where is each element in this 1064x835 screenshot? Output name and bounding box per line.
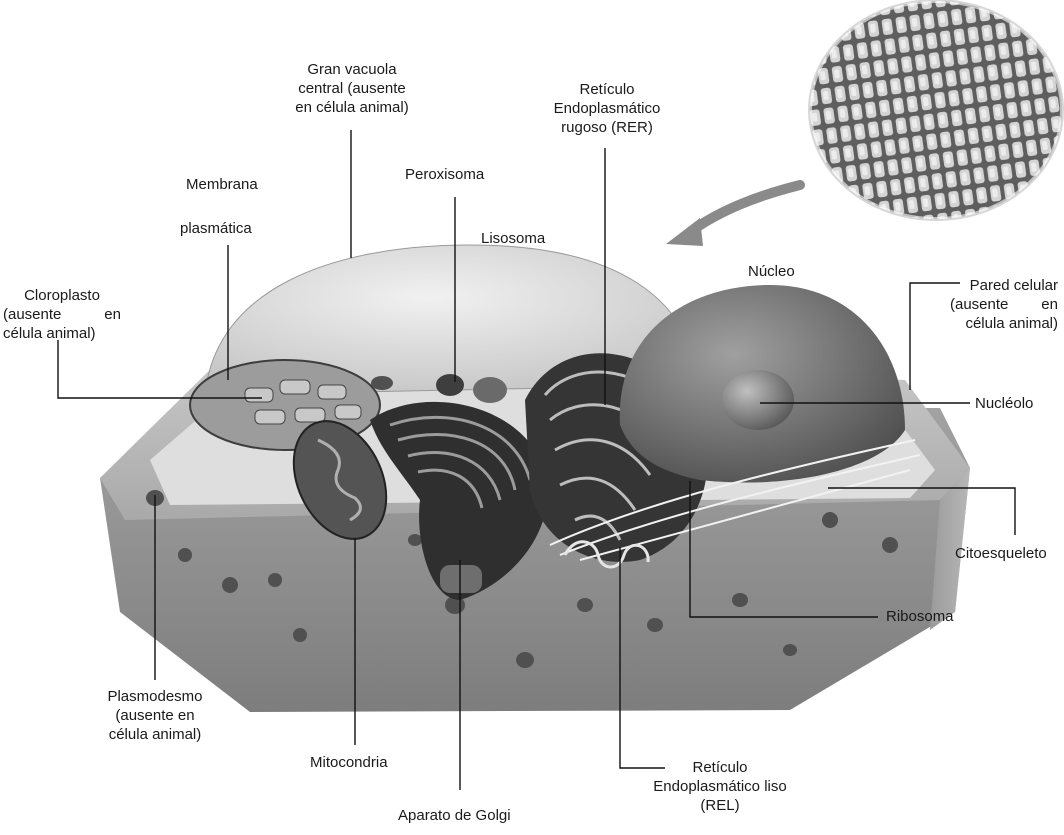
label-lisosoma: Lisosoma — [481, 229, 545, 248]
micrograph-inset — [809, 0, 1063, 220]
label-reticulo-rugoso-line3: rugoso (RER) — [532, 118, 682, 137]
label-mitocondria: Mitocondria — [310, 753, 388, 772]
golgi-vesicle — [440, 565, 482, 593]
label-reticulo-rugoso: Retículo Endoplasmático rugoso (RER) — [532, 80, 682, 137]
label-gran-vacuola-line1: Gran vacuola — [272, 60, 432, 79]
label-pared-celular-line2: (ausente en — [940, 295, 1058, 314]
label-gran-vacuola: Gran vacuola central (ausente en célula … — [272, 60, 432, 117]
lysosome — [473, 377, 507, 403]
nucleolus — [722, 370, 794, 430]
label-cloroplasto-line3: célula animal) — [3, 324, 121, 343]
label-plasmatica: plasmática — [180, 219, 252, 238]
label-nucleo: Núcleo — [748, 262, 795, 281]
label-cloroplasto-line1: Cloroplasto — [3, 286, 121, 305]
label-plasmodesmo-line1: Plasmodesmo — [95, 687, 215, 706]
label-plasmodesmo-line3: célula animal) — [95, 725, 215, 744]
label-gran-vacuola-line3: en célula animal) — [272, 98, 432, 117]
label-ribosoma: Ribosoma — [886, 607, 954, 626]
label-reticulo-liso-line1: Retículo — [640, 758, 800, 777]
label-reticulo-rugoso-line1: Retículo — [532, 80, 682, 99]
label-citoesqueleto: Citoesqueleto — [955, 544, 1047, 563]
peroxisome — [436, 374, 464, 396]
label-membrana: Membrana — [186, 175, 258, 194]
label-nucleolo: Nucléolo — [975, 394, 1033, 413]
label-pared-celular-line1: Pared celular — [940, 276, 1058, 295]
label-pared-celular: Pared celular (ausente en célula animal) — [940, 276, 1058, 333]
label-reticulo-liso-line2: Endoplasmático liso — [640, 777, 800, 796]
label-reticulo-rugoso-line2: Endoplasmático — [532, 99, 682, 118]
pointer-arrow — [690, 185, 800, 232]
label-gran-vacuola-line2: central (ausente — [272, 79, 432, 98]
label-plasmodesmo: Plasmodesmo (ausente en célula animal) — [95, 687, 215, 744]
label-pared-celular-line3: célula animal) — [940, 314, 1058, 333]
label-cloroplasto-line2: (ausente en — [3, 305, 121, 324]
label-peroxisoma: Peroxisoma — [405, 165, 484, 184]
label-plasmodesmo-line2: (ausente en — [95, 706, 215, 725]
label-reticulo-liso-line3: (REL) — [640, 796, 800, 815]
label-reticulo-liso: Retículo Endoplasmático liso (REL) — [640, 758, 800, 815]
label-aparato-golgi: Aparato de Golgi — [398, 806, 511, 825]
label-cloroplasto: Cloroplasto (ausente en célula animal) — [3, 286, 121, 343]
